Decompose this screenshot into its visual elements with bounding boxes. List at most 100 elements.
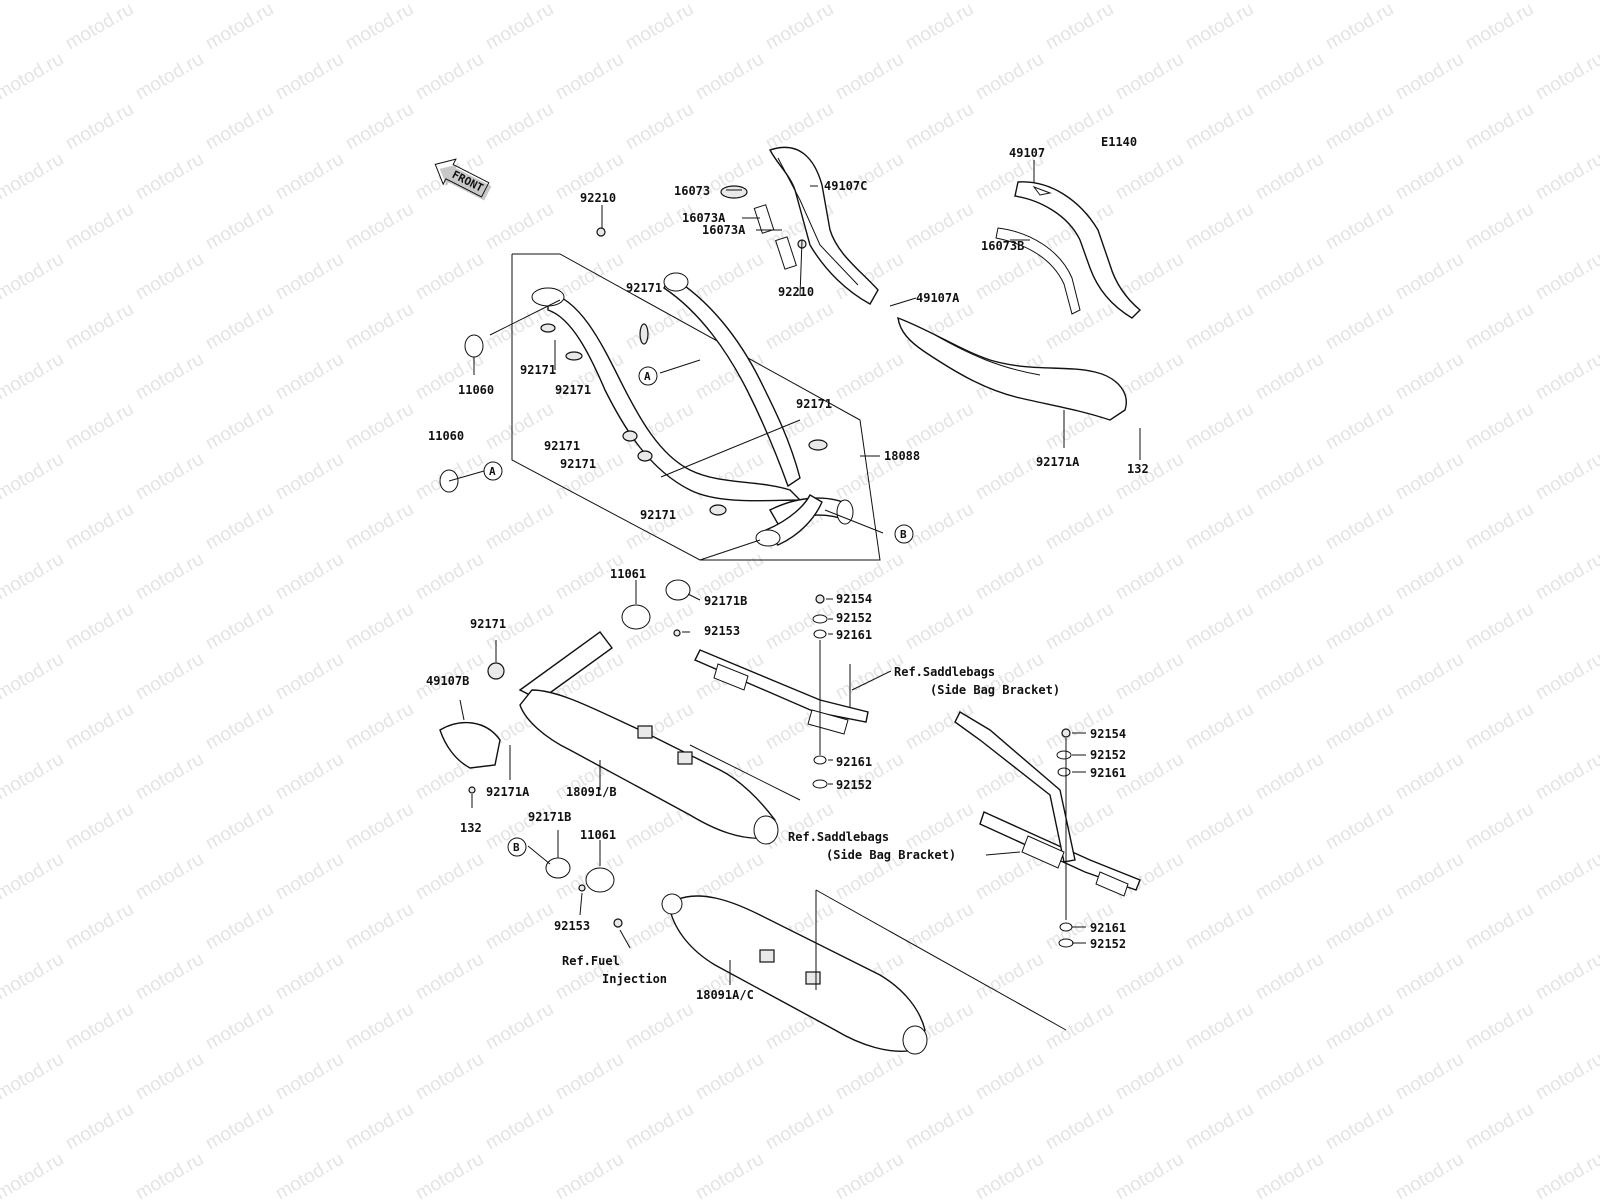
part-label-18091ac: 18091A/C <box>696 988 754 1002</box>
callout-b-1-label: B <box>900 528 907 541</box>
heat-shield-49107 <box>1014 181 1142 319</box>
part-label-92152-3: 92152 <box>1090 748 1126 762</box>
watermark-text: motod.ru <box>1532 0 1600 4</box>
part-label-92171-3: 92171 <box>555 383 591 397</box>
watermark-text: motod.ru <box>342 399 417 455</box>
watermark-text: motod.ru <box>1042 499 1117 555</box>
watermark-text: motod.ru <box>1112 449 1187 505</box>
end-cap-49107b <box>439 721 501 769</box>
watermark-text: motod.ru <box>902 1099 977 1155</box>
watermark-text: motod.ru <box>1392 549 1467 605</box>
leader-lines-lower <box>459 539 1086 1031</box>
gasket-11060-1 <box>464 334 484 358</box>
part-label-18091b: 18091/B <box>566 785 617 799</box>
watermark-text: motod.ru <box>832 1049 907 1105</box>
watermark-text: motod.ru <box>1322 599 1397 655</box>
callout-b-1: B <box>894 524 914 544</box>
watermark-text: motod.ru <box>902 499 977 555</box>
watermark-text: motod.ru <box>132 349 207 405</box>
part-label-92171a-1: 92171A <box>1036 455 1080 469</box>
part-label-92152-4: 92152 <box>1090 937 1126 951</box>
watermark-text: motod.ru <box>0 849 67 905</box>
watermark-text: motod.ru <box>272 149 347 205</box>
watermark-text: motod.ru <box>1392 849 1467 905</box>
watermark-text: motod.ru <box>202 699 277 755</box>
watermark-text: motod.ru <box>342 199 417 255</box>
fasteners-lower <box>468 594 1074 948</box>
watermark-text: motod.ru <box>1252 449 1327 505</box>
part-label-132-1: 132 <box>1127 462 1149 476</box>
watermark-text: motod.ru <box>1322 799 1397 855</box>
watermark-text: motod.ru <box>1532 49 1600 105</box>
watermark-text: motod.ru <box>412 249 487 305</box>
muffler-18091b <box>518 631 779 845</box>
watermark-text: motod.ru <box>62 699 137 755</box>
clamp-92171b-2 <box>545 857 571 879</box>
part-label-92171a-2: 92171A <box>486 785 530 799</box>
heat-shield-gasket-16073b <box>995 227 1081 315</box>
part-label-92154-2: 92154 <box>1090 727 1126 741</box>
callout-a-1: A <box>638 366 658 386</box>
watermark-text: motod.ru <box>132 149 207 205</box>
watermark-text: motod.ru <box>272 349 347 405</box>
watermark-text: motod.ru <box>1462 1099 1537 1155</box>
part-label-49107b: 49107B <box>426 674 469 688</box>
callout-b-2: B <box>507 837 527 857</box>
watermark-text: motod.ru <box>1252 749 1327 805</box>
watermark-text: motod.ru <box>1532 1149 1600 1200</box>
watermark-text: motod.ru <box>412 49 487 105</box>
watermark-text: motod.ru <box>1462 299 1537 355</box>
watermark-text: motod.ru <box>62 899 137 955</box>
watermark-text: motod.ru <box>1252 149 1327 205</box>
watermark-text: motod.ru <box>972 549 1047 605</box>
watermark-text: motod.ru <box>132 1049 207 1105</box>
part-label-92210-2: 92210 <box>778 285 814 299</box>
watermark-text: motod.ru <box>1462 699 1537 755</box>
watermark-text: motod.ru <box>1532 249 1600 305</box>
pad-16073a-1 <box>753 204 775 234</box>
watermark-text: motod.ru <box>1532 349 1600 405</box>
watermark-text: motod.ru <box>622 99 697 155</box>
watermark-text: motod.ru <box>1322 199 1397 255</box>
watermark-text: motod.ru <box>1252 849 1327 905</box>
watermark-text: motod.ru <box>1462 399 1537 455</box>
muffler-18091ac <box>661 893 928 1055</box>
watermark-text: motod.ru <box>622 299 697 355</box>
watermark-text: motod.ru <box>762 99 837 155</box>
watermark-text: motod.ru <box>1392 449 1467 505</box>
watermark-text: motod.ru <box>1322 399 1397 455</box>
watermark-text: motod.ru <box>1322 499 1397 555</box>
reference-saddlebags-1-line2: (Side Bag Bracket) <box>930 683 1060 697</box>
watermark-text: motod.ru <box>1112 149 1187 205</box>
watermark-text: motod.ru <box>0 549 67 605</box>
watermark-text: motod.ru <box>0 649 67 705</box>
watermark-text: motod.ru <box>342 499 417 555</box>
watermark-text: motod.ru <box>1532 149 1600 205</box>
watermark-text: motod.ru <box>902 199 977 255</box>
watermark-text: motod.ru <box>1112 649 1187 705</box>
watermark-text: motod.ru <box>62 799 137 855</box>
watermark-text: motod.ru <box>1252 549 1327 605</box>
watermark-text: motod.ru <box>1392 649 1467 705</box>
watermark-text: motod.ru <box>0 349 67 405</box>
watermark-text: motod.ru <box>692 249 767 305</box>
leader-lines-upper <box>448 160 1141 534</box>
watermark-text: motod.ru <box>1392 349 1467 405</box>
watermark-text: motod.ru <box>1322 999 1397 1055</box>
watermark-text: motod.ru <box>62 499 137 555</box>
watermark-text: motod.ru <box>482 899 557 955</box>
watermark-text: motod.ru <box>1182 999 1257 1055</box>
watermark-text: motod.ru <box>622 1099 697 1155</box>
watermark-text: motod.ru <box>202 799 277 855</box>
callout-a-1-label: A <box>644 370 651 383</box>
watermark-text: motod.ru <box>1042 599 1117 655</box>
watermark-text: motod.ru <box>1252 649 1327 705</box>
watermark-text: motod.ru <box>482 999 557 1055</box>
watermark-text: motod.ru <box>132 849 207 905</box>
part-label-92152-2: 92152 <box>836 778 872 792</box>
watermark-text: motod.ru <box>132 449 207 505</box>
watermark-text: motod.ru <box>342 99 417 155</box>
watermark-text: motod.ru <box>1182 99 1257 155</box>
watermark-text: motod.ru <box>0 949 67 1005</box>
watermark-text: motod.ru <box>342 899 417 955</box>
